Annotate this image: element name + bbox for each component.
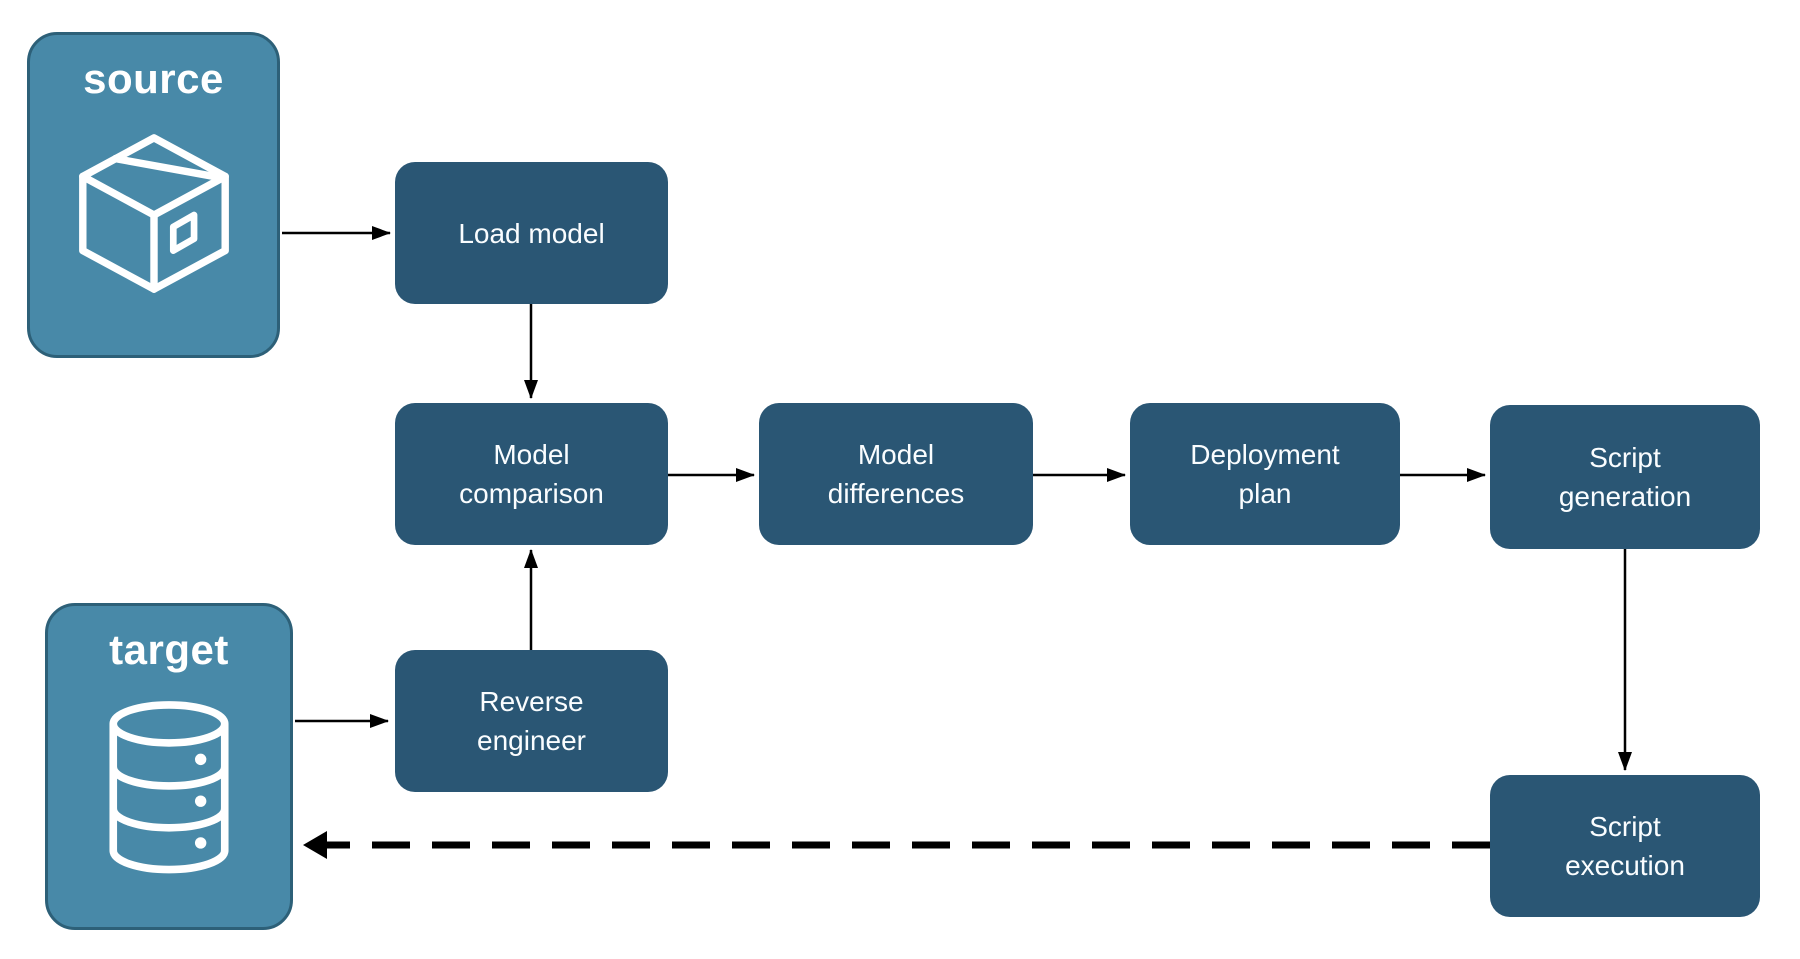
store-source: source bbox=[27, 32, 280, 358]
node-deployment-plan: Deployment plan bbox=[1130, 403, 1400, 545]
node-label-line: Script bbox=[1589, 811, 1661, 842]
node-label-line: Reverse bbox=[479, 686, 584, 717]
node-label-line: execution bbox=[1565, 850, 1685, 881]
node-label-line: Script bbox=[1589, 442, 1661, 473]
node-label-line: generation bbox=[1558, 481, 1692, 512]
store-target: target bbox=[45, 603, 293, 930]
node-model-differences: Model differences bbox=[759, 403, 1033, 545]
node-load-model: Load model bbox=[395, 162, 668, 304]
target-label: target bbox=[109, 626, 229, 673]
node-label-line: Model bbox=[857, 439, 935, 470]
package-icon bbox=[78, 134, 229, 293]
node-label-line: plan bbox=[1238, 478, 1292, 509]
node-script-generation: Script generation bbox=[1490, 405, 1760, 549]
database-icon bbox=[109, 701, 229, 874]
node-label-line: comparison bbox=[459, 478, 604, 509]
node-reverse-engineer: Reverse engineer bbox=[395, 650, 668, 792]
node-label-line: Load model bbox=[458, 217, 605, 249]
node-label-line: engineer bbox=[477, 725, 586, 756]
source-label: source bbox=[83, 55, 224, 102]
node-label-line: Deployment bbox=[1190, 439, 1340, 470]
node-script-execution: Script execution bbox=[1490, 775, 1760, 917]
node-label-line: Model bbox=[493, 439, 570, 470]
node-label-line: differences bbox=[827, 478, 965, 509]
node-model-comparison: Model comparison bbox=[395, 403, 668, 545]
